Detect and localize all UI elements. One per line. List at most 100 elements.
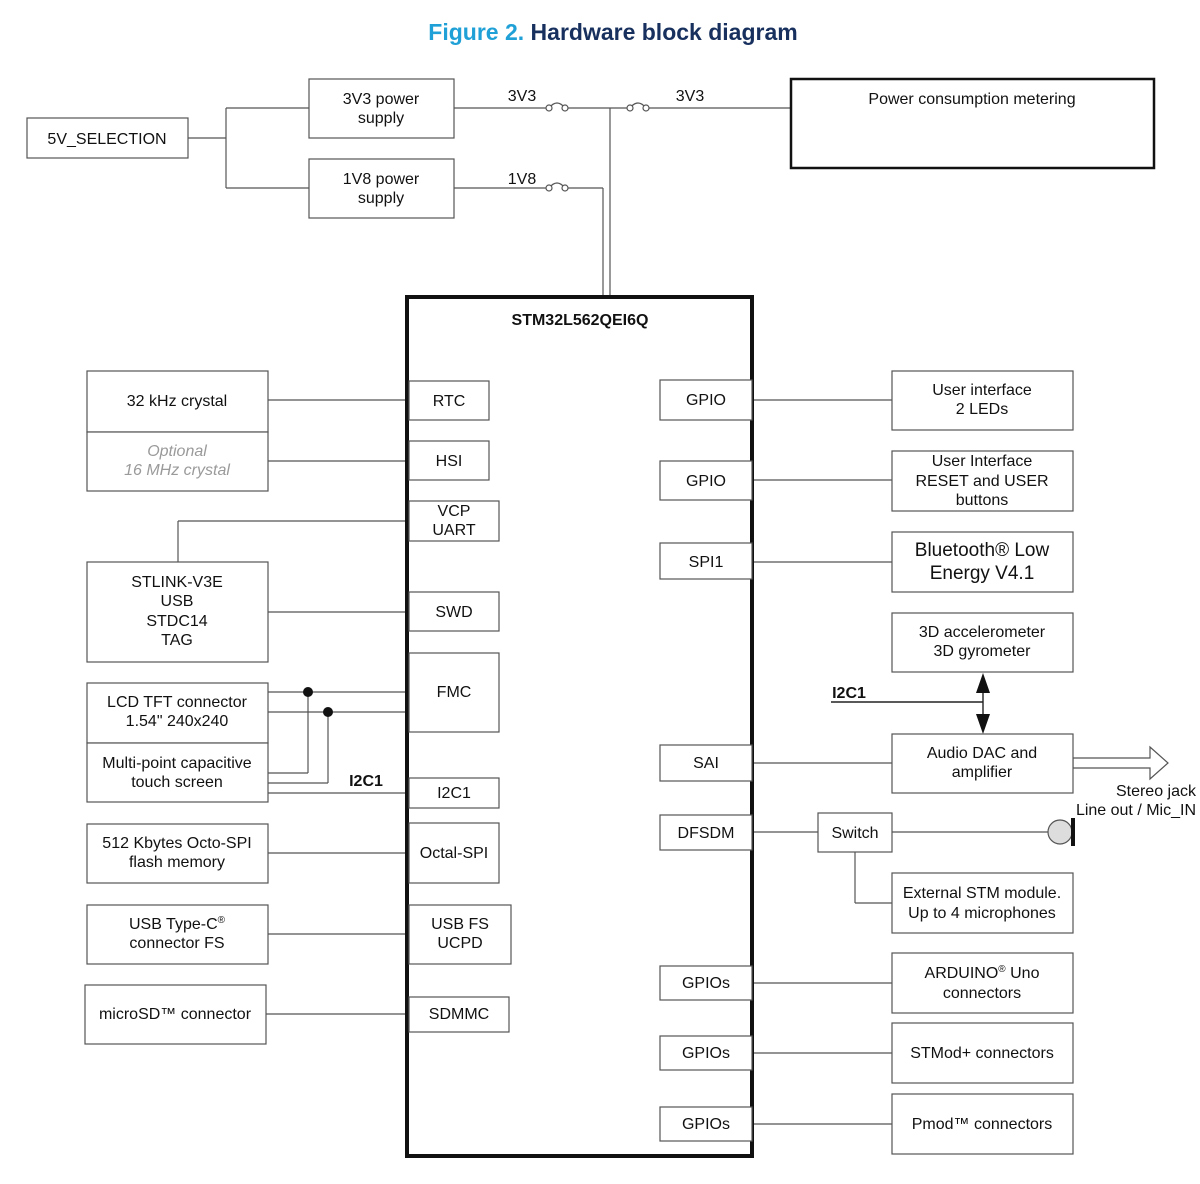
box-audio-dac: Audio DAC and amplifier (891, 733, 1074, 794)
port-hsi: HSI (408, 440, 490, 481)
box-stlink: STLINK-V3E USB STDC14 TAG (86, 561, 269, 663)
box-bluetooth: Bluetooth® Low Energy V4.1 (891, 531, 1074, 593)
svg-text:SWD: SWD (435, 604, 472, 621)
port-fmc: FMC (408, 652, 500, 733)
box-power-metering: Power consumption metering (789, 77, 1156, 170)
svg-text:DFSDM: DFSDM (678, 825, 735, 842)
svg-text:Switch: Switch (831, 825, 878, 842)
svg-text:USB FS: USB FS (431, 916, 489, 933)
svg-text:amplifier: amplifier (952, 764, 1013, 781)
svg-text:Multi-point capacitive: Multi-point capacitive (102, 755, 252, 772)
svg-text:3D accelerometer: 3D accelerometer (919, 624, 1046, 641)
label-3v3-supply-line2: supply (358, 110, 404, 127)
svg-text:UCPD: UCPD (437, 935, 482, 952)
label-power-metering: Power consumption metering (868, 91, 1075, 108)
svg-text:flash memory: flash memory (129, 854, 225, 871)
box-microsd: microSD™ connector (84, 984, 267, 1045)
figure-label: Figure 2. (428, 19, 524, 45)
svg-text:Octal-SPI: Octal-SPI (420, 845, 488, 862)
label-i2c1-right: I2C1 (832, 685, 866, 702)
svg-text:buttons: buttons (956, 492, 1008, 509)
port-i2c1-left: I2C1 (408, 777, 500, 809)
net-label-1v8: 1V8 (508, 171, 537, 188)
port-gpios-1: GPIOs (659, 965, 753, 1001)
svg-text:USB: USB (161, 593, 194, 610)
svg-text:512 Kbytes Octo-SPI: 512 Kbytes Octo-SPI (102, 835, 251, 852)
svg-text:User interface: User interface (932, 382, 1032, 399)
svg-text:Optional: Optional (147, 443, 207, 460)
svg-text:Energy V4.1: Energy V4.1 (930, 563, 1035, 584)
microphone-icon (1047, 819, 1073, 845)
svg-text:FMC: FMC (437, 684, 472, 701)
net-label-3v3: 3V3 (508, 88, 537, 105)
box-stmod-connectors: STMod+ connectors (891, 1022, 1074, 1084)
svg-text:SDMMC: SDMMC (429, 1006, 489, 1023)
port-sai: SAI (659, 744, 753, 782)
label-i2c1-left: I2C1 (349, 773, 383, 790)
port-gpios-3: GPIOs (659, 1106, 753, 1142)
box-arduino-connectors: ARDUINO® Uno connectors (891, 952, 1074, 1014)
box-switch: Switch (817, 812, 893, 853)
port-dfsdm: DFSDM (659, 814, 753, 851)
svg-text:UART: UART (432, 522, 475, 539)
box-external-mic-module: External STM module. Up to 4 microphones (891, 872, 1074, 934)
svg-text:RTC: RTC (433, 393, 466, 410)
svg-text:HSI: HSI (436, 453, 463, 470)
svg-text:SAI: SAI (693, 755, 719, 772)
svg-text:touch screen: touch screen (131, 774, 223, 791)
svg-text:Bluetooth® Low: Bluetooth® Low (915, 540, 1050, 561)
box-crystal-16mhz: Optional 16 MHz crystal (86, 431, 269, 492)
port-spi1: SPI1 (659, 542, 753, 580)
label-line-out-mic: Line out / Mic_IN (1076, 802, 1196, 819)
port-gpio-2: GPIO (659, 460, 753, 501)
port-vcp-uart: VCP UART (408, 500, 500, 542)
arrow-down-icon (976, 714, 990, 734)
svg-text:LCD TFT connector: LCD TFT connector (107, 694, 248, 711)
port-octal-spi: Octal-SPI (408, 822, 500, 884)
svg-text:ARDUINO® Uno: ARDUINO® Uno (925, 964, 1040, 982)
svg-text:Up to 4 microphones: Up to 4 microphones (908, 905, 1056, 922)
arrow-up-icon (976, 673, 990, 693)
box-3v3-supply: 3V3 power supply (308, 78, 455, 139)
svg-text:32 kHz crystal: 32 kHz crystal (127, 393, 227, 410)
svg-text:GPIOs: GPIOs (682, 1045, 730, 1062)
svg-text:VCP: VCP (438, 503, 471, 520)
svg-text:GPIO: GPIO (686, 392, 726, 409)
svg-text:connectors: connectors (943, 985, 1021, 1002)
port-usb-fs: USB FS UCPD (408, 904, 512, 965)
svg-text:connector FS: connector FS (129, 935, 224, 952)
svg-text:Audio DAC and: Audio DAC and (927, 745, 1037, 762)
svg-text:User Interface: User Interface (932, 453, 1033, 470)
svg-text:STMod+ connectors: STMod+ connectors (910, 1045, 1054, 1062)
svg-text:Pmod™ connectors: Pmod™ connectors (912, 1116, 1053, 1133)
svg-text:2 LEDs: 2 LEDs (956, 401, 1008, 418)
box-touch-screen: Multi-point capacitive touch screen (86, 742, 269, 803)
figure-caption: Figure 2. Hardware block diagram (428, 19, 797, 45)
svg-text:I2C1: I2C1 (437, 785, 471, 802)
port-swd: SWD (408, 591, 500, 632)
port-gpios-2: GPIOs (659, 1035, 753, 1071)
svg-text:microSD™ connector: microSD™ connector (99, 1006, 252, 1023)
svg-text:GPIOs: GPIOs (682, 975, 730, 992)
label-5v-selection: 5V_SELECTION (47, 131, 166, 148)
label-3v3-supply-line1: 3V3 power (343, 91, 420, 108)
power-wires (188, 102, 791, 297)
svg-text:GPIO: GPIO (686, 473, 726, 490)
svg-text:TAG: TAG (161, 632, 193, 649)
label-stereo-jack: Stereo jack (1116, 783, 1197, 800)
net-label-3v3-metering: 3V3 (676, 88, 705, 105)
mcu-name: STM32L562QEI6Q (512, 312, 649, 329)
box-crystal-32khz: 32 kHz crystal (86, 370, 269, 433)
port-sdmmc: SDMMC (408, 996, 510, 1033)
svg-text:USB Type-C®: USB Type-C® (129, 915, 226, 933)
label-1v8-supply-line2: supply (358, 190, 404, 207)
port-gpio-1: GPIO (659, 379, 753, 421)
right-wires (752, 399, 1169, 1125)
box-user-buttons: User Interface RESET and USER buttons (891, 450, 1074, 512)
svg-text:RESET and USER: RESET and USER (915, 473, 1048, 490)
figure-title: Hardware block diagram (531, 19, 798, 45)
box-octo-spi-flash: 512 Kbytes Octo-SPI flash memory (86, 823, 269, 884)
box-5v-selection: 5V_SELECTION (26, 117, 189, 159)
svg-text:SPI1: SPI1 (689, 554, 724, 571)
